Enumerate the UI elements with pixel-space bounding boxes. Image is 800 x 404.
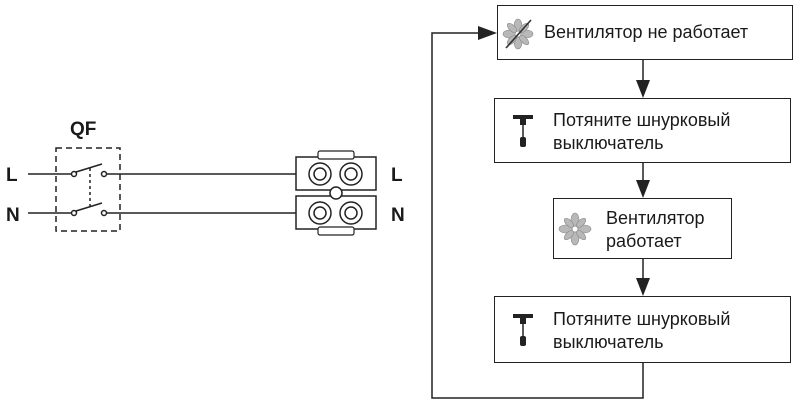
left-line-label: L [6, 165, 18, 186]
fan-off-icon [502, 18, 534, 50]
neutral-wire [28, 202, 296, 217]
terminal-block [295, 150, 377, 236]
right-line-label: L [391, 165, 403, 186]
flow-step-text-line1: Потяните шнурковый [553, 110, 731, 130]
flow-step-text-line1: Вентилятор [606, 208, 705, 228]
flow-step-text-line2: работает [606, 231, 682, 251]
flow-step-fan-off: Вентилятор не работает [497, 5, 793, 60]
flow-connectors [431, 26, 650, 399]
flow-step-text-line2: выключатель [553, 332, 664, 352]
right-neutral-label: N [391, 205, 405, 226]
flow-step-pull-cord-2: Потяните шнурковый выключатель [494, 296, 791, 363]
pull-cord-switch-icon [513, 314, 533, 346]
left-neutral-label: N [6, 205, 20, 226]
pull-cord-switch-icon [513, 115, 533, 147]
flow-step-text: Вентилятор не работает [544, 22, 749, 42]
flow-step-fan-on: Вентилятор работает [553, 198, 732, 259]
fan-icon [558, 212, 592, 246]
breaker-label: QF [70, 119, 96, 140]
breaker-enclosure [55, 147, 121, 232]
flow-step-text-line2: выключатель [553, 133, 664, 153]
flow-step-text-line1: Потяните шнурковый [553, 309, 731, 329]
flow-step-pull-cord-1: Потяните шнурковый выключатель [494, 98, 791, 163]
line-wire [28, 163, 296, 178]
